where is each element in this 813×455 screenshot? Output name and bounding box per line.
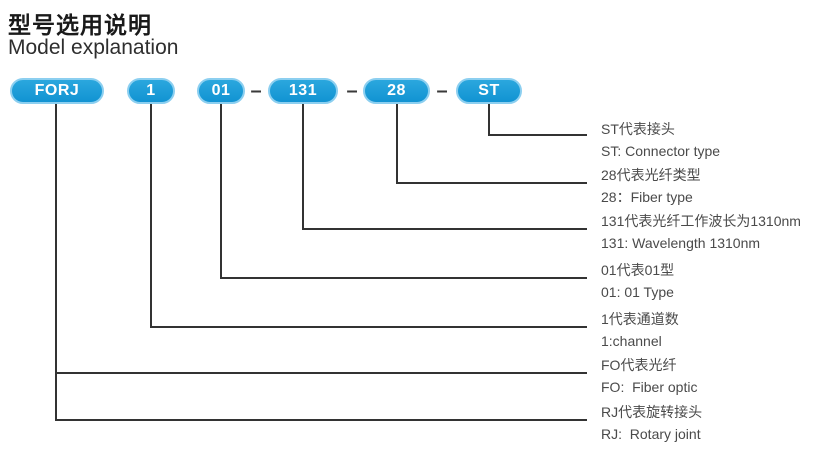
explanation-connector-en: ST: Connector type	[601, 143, 721, 159]
leader-line-connector-vertical	[488, 104, 490, 136]
code-segment-forj: FORJ	[10, 78, 104, 104]
explanation-fo: FO代表光纤 FO: Fiber optic	[601, 357, 697, 395]
explanation-fo-en: FO: Fiber optic	[601, 379, 698, 395]
code-separator-2: –	[346, 79, 358, 102]
explanation-connector-zh: ST代表接头	[601, 121, 675, 137]
leader-line-fiber-horizontal	[396, 182, 587, 184]
leader-line-wavelength-horizontal	[302, 228, 587, 230]
explanation-fo-zh: FO代表光纤	[601, 357, 677, 373]
code-segment-channel: 1	[127, 78, 175, 104]
leader-line-channel-horizontal	[150, 326, 587, 328]
explanation-wavelength: 131代表光纤工作波长为1310nm 131: Wavelength 1310n…	[601, 213, 801, 251]
leader-line-type-vertical	[220, 104, 222, 279]
leader-line-connector-horizontal	[488, 134, 587, 136]
explanation-type-en: 01: 01 Type	[601, 284, 674, 300]
explanation-wavelength-zh: 131代表光纤工作波长为1310nm	[601, 213, 801, 229]
code-segment-type: 01	[197, 78, 245, 104]
explanation-fiber-zh: 28代表光纤类型	[601, 167, 701, 183]
leader-line-rj-horizontal	[55, 419, 587, 421]
explanation-rj-zh: RJ代表旋转接头	[601, 404, 703, 420]
explanation-rj-en: RJ: Rotary joint	[601, 426, 701, 442]
page-title-en: Model explanation	[8, 36, 179, 59]
leader-line-fo-horizontal	[55, 372, 587, 374]
leader-line-fiber-vertical	[396, 104, 398, 184]
explanation-type: 01代表01型 01: 01 Type	[601, 262, 674, 300]
code-separator-1: –	[250, 79, 262, 102]
explanation-type-zh: 01代表01型	[601, 262, 675, 278]
code-separator-3: –	[436, 79, 448, 102]
leader-line-channel-vertical	[150, 104, 152, 328]
explanation-channel: 1代表通道数 1:channel	[601, 311, 679, 349]
leader-line-forj-vertical	[55, 104, 57, 421]
explanation-connector: ST代表接头 ST: Connector type	[601, 121, 720, 159]
explanation-channel-en: 1:channel	[601, 333, 662, 349]
page-title-zh: 型号选用说明	[8, 12, 152, 38]
leader-line-type-horizontal	[220, 277, 587, 279]
explanation-fiber-en: 28：Fiber type	[601, 189, 693, 205]
explanation-channel-zh: 1代表通道数	[601, 311, 679, 327]
explanation-fiber: 28代表光纤类型 28：Fiber type	[601, 167, 701, 205]
leader-line-wavelength-vertical	[302, 104, 304, 230]
code-segment-fiber: 28	[363, 78, 430, 104]
explanation-wavelength-en: 131: Wavelength 1310nm	[601, 235, 761, 251]
explanation-rj: RJ代表旋转接头 RJ: Rotary joint	[601, 404, 702, 442]
code-segment-connector: ST	[456, 78, 522, 104]
code-segment-wavelength: 131	[268, 78, 338, 104]
